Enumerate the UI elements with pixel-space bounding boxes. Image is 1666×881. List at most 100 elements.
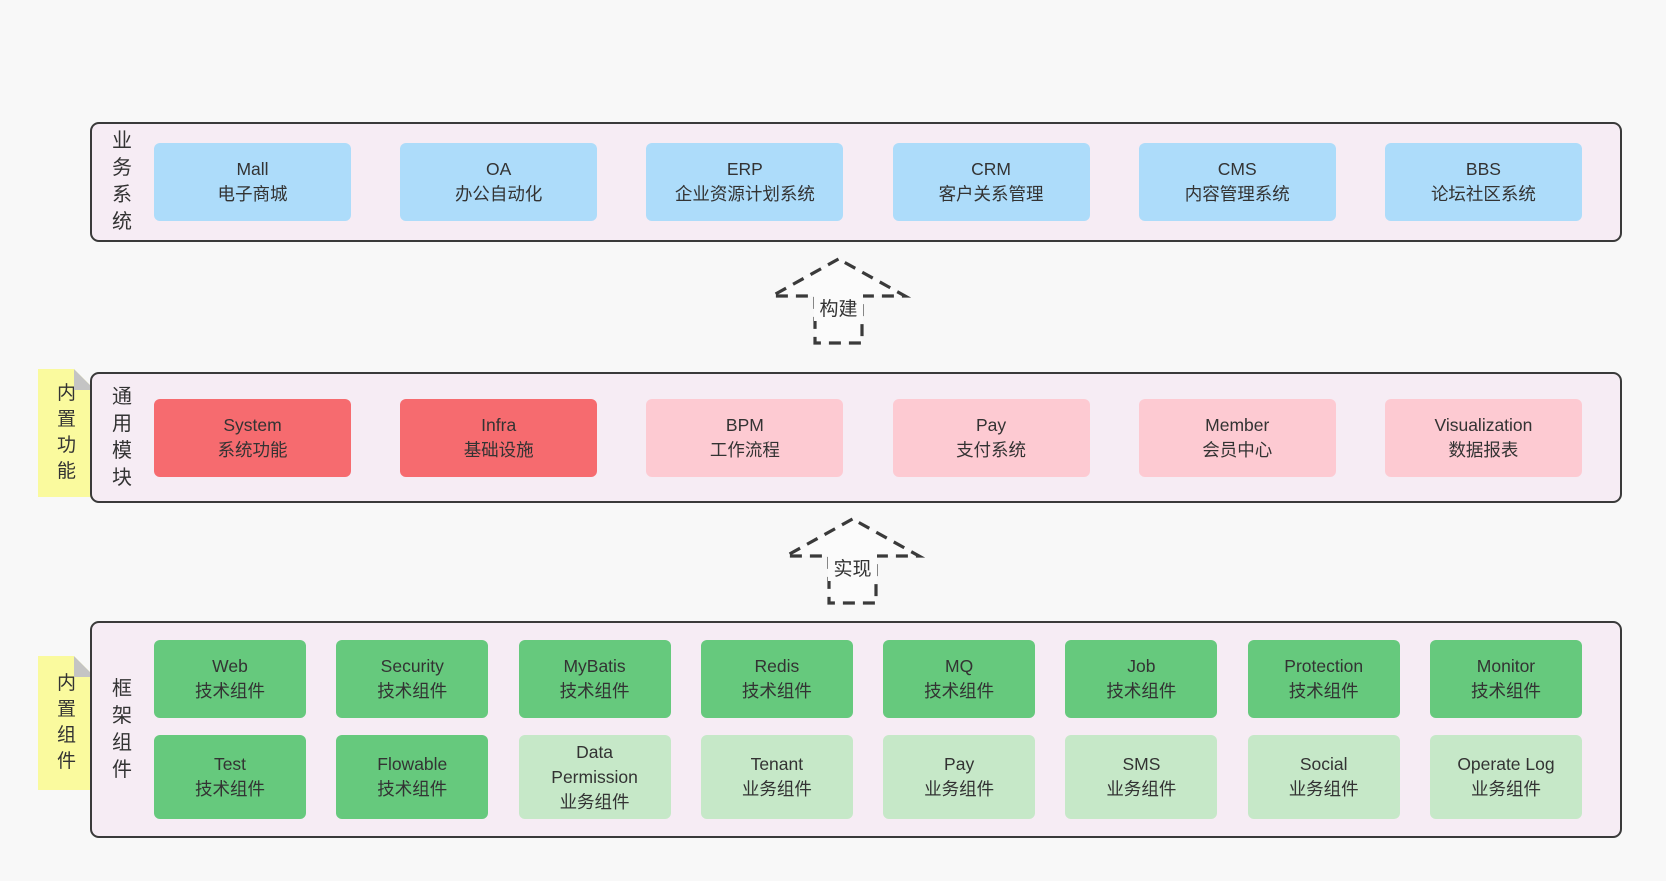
sticky-note-label: 内置功能 bbox=[56, 383, 76, 482]
box-bbs: BBS 论坛社区系统 bbox=[1384, 143, 1582, 221]
box-desc: 技术组件 bbox=[1470, 681, 1541, 701]
box-bpm: BPM 工作流程 bbox=[646, 398, 844, 477]
box-web: Web 技术组件 bbox=[154, 640, 306, 718]
box-desc: 会员中心 bbox=[1202, 439, 1273, 460]
box-name: Data Permission bbox=[551, 741, 638, 787]
box-desc: 技术组件 bbox=[377, 681, 448, 701]
box-name: BBS bbox=[1465, 159, 1501, 179]
dashed-up-arrow-icon: 实现 bbox=[780, 517, 925, 605]
box-name: Mall bbox=[236, 159, 269, 179]
business-boxes-row: Mall 电子商城 OA 办公自动化 ERP 企业资源计划系统 CRM 客户关系… bbox=[152, 124, 1620, 240]
box-name: Pay bbox=[975, 414, 1007, 435]
arrow-build: 构建 bbox=[766, 256, 911, 346]
box-mq: MQ 技术组件 bbox=[883, 640, 1036, 718]
box-desc: 论坛社区系统 bbox=[1430, 184, 1536, 204]
common-modules-section: 通用模块 System 系统功能 Infra 基础设施 BPM 工作流程 Pay… bbox=[90, 372, 1622, 503]
box-mall: Mall 电子商城 bbox=[154, 143, 351, 221]
box-desc: 技术组件 bbox=[1106, 681, 1177, 701]
box-desc: 办公自动化 bbox=[454, 184, 543, 204]
box-flowable: Flowable 技术组件 bbox=[336, 735, 489, 819]
box-name: System bbox=[223, 414, 282, 435]
business-systems-section: 业务系统 Mall 电子商城 OA 办公自动化 ERP 企业资源计划系统 CRM… bbox=[90, 122, 1622, 242]
box-name: Protection bbox=[1284, 656, 1364, 676]
tech-components-row: Web 技术组件 Security 技术组件 MyBatis 技术组件 Redi… bbox=[154, 640, 1582, 718]
box-name: MyBatis bbox=[563, 656, 626, 676]
modules-boxes-row: System 系统功能 Infra 基础设施 BPM 工作流程 Pay 支付系统… bbox=[152, 374, 1620, 501]
box-name: Job bbox=[1127, 656, 1156, 676]
box-desc: 内容管理系统 bbox=[1184, 184, 1290, 204]
box-desc: 业务组件 bbox=[1106, 779, 1177, 799]
box-desc: 业务组件 bbox=[741, 779, 812, 799]
box-name: ERP bbox=[726, 159, 763, 179]
box-desc: 技术组件 bbox=[1288, 681, 1359, 701]
box-name: Visualization bbox=[1434, 414, 1533, 435]
box-mybatis: MyBatis 技术组件 bbox=[518, 640, 671, 718]
box-name: OA bbox=[486, 159, 512, 179]
box-name: Security bbox=[380, 656, 444, 676]
box-desc: 技术组件 bbox=[195, 681, 265, 701]
box-data-permission: Data Permission 业务组件 bbox=[518, 735, 671, 819]
box-name: Tenant bbox=[750, 754, 804, 774]
box-desc: 工作流程 bbox=[709, 439, 780, 460]
box-desc: 支付系统 bbox=[956, 439, 1027, 460]
biz-components-row: Test 技术组件 Flowable 技术组件 Data Permission … bbox=[154, 735, 1582, 819]
box-desc: 基础设施 bbox=[463, 439, 534, 460]
box-social: Social 业务组件 bbox=[1247, 735, 1400, 819]
framework-components-section: 框架组件 Web 技术组件 Security 技术组件 MyBatis 技术组件… bbox=[90, 621, 1622, 838]
section-side-label-components: 框架组件 bbox=[112, 677, 132, 781]
box-desc: 业务组件 bbox=[924, 779, 995, 799]
arrow-label: 实现 bbox=[833, 558, 871, 580]
box-pay: Pay 支付系统 bbox=[892, 398, 1090, 477]
box-operate-log: Operate Log 业务组件 bbox=[1429, 735, 1582, 819]
box-desc: 电子商城 bbox=[217, 184, 288, 204]
box-name: SMS bbox=[1122, 754, 1161, 774]
box-desc: 技术组件 bbox=[195, 779, 265, 799]
box-pay-biz: Pay 业务组件 bbox=[883, 735, 1036, 819]
box-name: CMS bbox=[1217, 159, 1257, 179]
box-erp: ERP 企业资源计划系统 bbox=[646, 143, 844, 221]
box-system: System 系统功能 bbox=[154, 398, 351, 477]
box-sms: SMS 业务组件 bbox=[1065, 735, 1218, 819]
box-desc: 技术组件 bbox=[559, 681, 630, 701]
box-visualization: Visualization 数据报表 bbox=[1384, 398, 1582, 477]
section-side-label-modules: 通用模块 bbox=[112, 385, 132, 489]
box-name: Infra bbox=[481, 414, 517, 435]
box-security: Security 技术组件 bbox=[336, 640, 489, 718]
box-tenant: Tenant 业务组件 bbox=[700, 735, 853, 819]
box-name: Pay bbox=[944, 754, 975, 774]
arrow-implement: 实现 bbox=[780, 516, 925, 606]
box-oa: OA 办公自动化 bbox=[400, 143, 598, 221]
box-desc: 业务组件 bbox=[1470, 779, 1541, 799]
arrow-label: 构建 bbox=[819, 298, 857, 320]
sticky-note-label: 内置组件 bbox=[56, 673, 76, 772]
box-member: Member 会员中心 bbox=[1138, 398, 1336, 477]
box-redis: Redis 技术组件 bbox=[700, 640, 853, 718]
box-desc: 技术组件 bbox=[377, 779, 448, 799]
box-name: CRM bbox=[971, 159, 1011, 179]
box-name: MQ bbox=[945, 656, 974, 676]
box-protection: Protection 技术组件 bbox=[1247, 640, 1400, 718]
box-name: Member bbox=[1205, 414, 1270, 435]
box-crm: CRM 客户关系管理 bbox=[892, 143, 1090, 221]
box-name: Flowable bbox=[377, 754, 448, 774]
dashed-up-arrow-icon: 构建 bbox=[766, 257, 911, 345]
box-infra: Infra 基础设施 bbox=[400, 398, 598, 477]
box-desc: 业务组件 bbox=[559, 791, 630, 812]
sticky-note-builtin-components: 内置组件 bbox=[38, 656, 95, 790]
section-side-label-business: 业务系统 bbox=[112, 130, 132, 233]
box-name: Monitor bbox=[1476, 656, 1536, 676]
box-desc: 客户关系管理 bbox=[938, 184, 1044, 204]
box-name: Web bbox=[212, 656, 248, 676]
box-name: Redis bbox=[754, 656, 800, 676]
box-name: BPM bbox=[725, 414, 764, 435]
box-desc: 企业资源计划系统 bbox=[674, 184, 815, 204]
box-test: Test 技术组件 bbox=[154, 735, 306, 819]
box-name: Test bbox=[213, 754, 247, 774]
box-desc: 数据报表 bbox=[1448, 439, 1519, 460]
sticky-note-builtin-features: 内置功能 bbox=[38, 369, 95, 497]
components-rows: Web 技术组件 Security 技术组件 MyBatis 技术组件 Redi… bbox=[152, 623, 1620, 836]
box-desc: 业务组件 bbox=[1288, 779, 1359, 799]
box-desc: 系统功能 bbox=[217, 439, 288, 460]
box-job: Job 技术组件 bbox=[1065, 640, 1218, 718]
